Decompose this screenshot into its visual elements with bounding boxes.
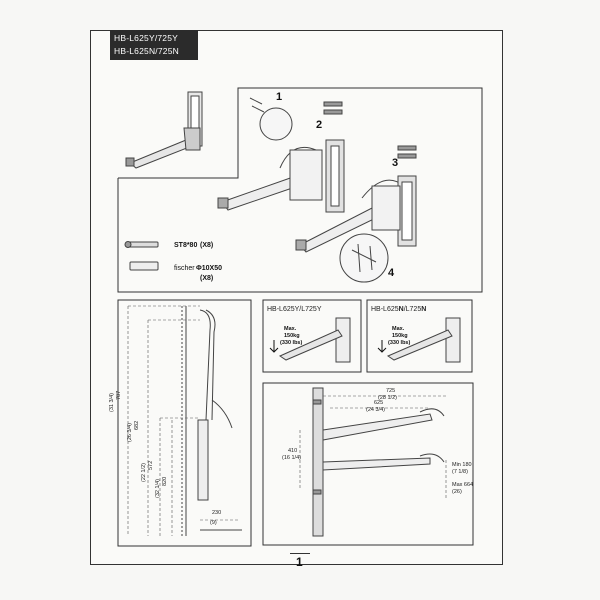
screw-icon <box>127 241 159 248</box>
variant-n-weight: 150kg <box>392 333 408 339</box>
side-view-dimensions <box>127 305 240 536</box>
page-number: 1 <box>296 555 303 569</box>
step-number: 4 <box>388 267 395 279</box>
dim-height-low: 572 <box>148 461 154 470</box>
dim-inner: 625 <box>374 400 383 406</box>
plug-qty: (X8) <box>200 275 213 282</box>
step-number: 2 <box>316 119 322 131</box>
dim-height-mid-in: (26 3/4) <box>127 423 133 442</box>
dim-length-in: (28 1/2) <box>378 395 397 401</box>
dim-inner-in: (24 3/4) <box>366 407 385 413</box>
page-number-rule <box>290 553 310 554</box>
dim-spacing-in: (16 1/4) <box>282 455 301 461</box>
side-view-illustration <box>181 306 242 536</box>
step-number: 3 <box>392 157 398 169</box>
variant-y-frame <box>262 299 362 373</box>
assembly-step-numbers: 1 2 3 4 <box>276 91 398 279</box>
variant-n-label-mid: /L725 <box>404 306 422 313</box>
variant-y-illustration <box>269 317 351 363</box>
plug-label: fischer <box>174 265 195 272</box>
variant-y-weight: 150kg <box>284 333 300 339</box>
plug-size: Φ10X50 <box>196 265 222 272</box>
instruction-sheet <box>90 30 503 565</box>
top-view-frame <box>262 382 474 546</box>
variant-n-weight-lbs: (330 lbs) <box>388 340 410 346</box>
model-title-line2: HB-L625N/725N <box>114 46 179 56</box>
variant-y-label: HB-L625Y/L725Y <box>267 306 322 313</box>
model-title-block: HB-L625Y/725Y HB-L625N/725N <box>110 30 198 60</box>
dim-depth: 230 <box>212 510 221 516</box>
variant-y-max: Max. <box>284 326 297 332</box>
variant-n-illustration <box>377 317 461 363</box>
top-view-dimensions <box>299 395 447 500</box>
folded-bracket-preview <box>125 91 203 169</box>
variant-n-frame <box>366 299 473 373</box>
dim-spacing: 410 <box>288 448 297 454</box>
dim-height-mid: 682 <box>134 421 140 430</box>
variant-n-label-n1: N <box>399 306 404 313</box>
dim-depth-in: (9) <box>210 520 217 526</box>
variant-n-max: Max. <box>392 326 405 332</box>
screw-label: ST8*80 <box>174 242 197 249</box>
side-view-frame <box>117 299 252 547</box>
model-title-line1: HB-L625Y/725Y <box>114 33 179 43</box>
dim-right1: Min 180 <box>452 462 472 468</box>
svg-text:HB-L625N/L725N: HB-L625N/L725N <box>371 306 426 313</box>
top-view-illustration <box>312 387 445 537</box>
variant-n-label-prefix: HB-L625 <box>371 306 399 313</box>
dim-height-floor-in: (32 1/4) <box>155 479 161 498</box>
assembly-illustration <box>217 97 417 283</box>
dim-height-total-in: (31 3/4) <box>109 393 115 412</box>
dim-height-floor: 820 <box>162 477 168 486</box>
dim-right2: Max 664 <box>452 482 473 488</box>
screw-qty: (X8) <box>200 242 213 249</box>
dim-height-total: 787 <box>116 391 122 400</box>
hardware-legend <box>124 241 159 271</box>
dim-height-low-in: (22 1/2) <box>141 463 147 482</box>
dim-length: 725 <box>386 388 395 394</box>
dim-right2-in: (26) <box>452 489 462 495</box>
variant-y-weight-lbs: (330 lbs) <box>280 340 302 346</box>
variant-n-label: HB-L625N/L725N <box>371 306 426 313</box>
assembly-frame <box>117 87 483 293</box>
dim-right1-in: (7 1/8) <box>452 469 468 475</box>
step-number: 1 <box>276 91 282 103</box>
wall-plug-icon <box>129 261 159 271</box>
variant-n-label-n2: N <box>421 306 426 313</box>
